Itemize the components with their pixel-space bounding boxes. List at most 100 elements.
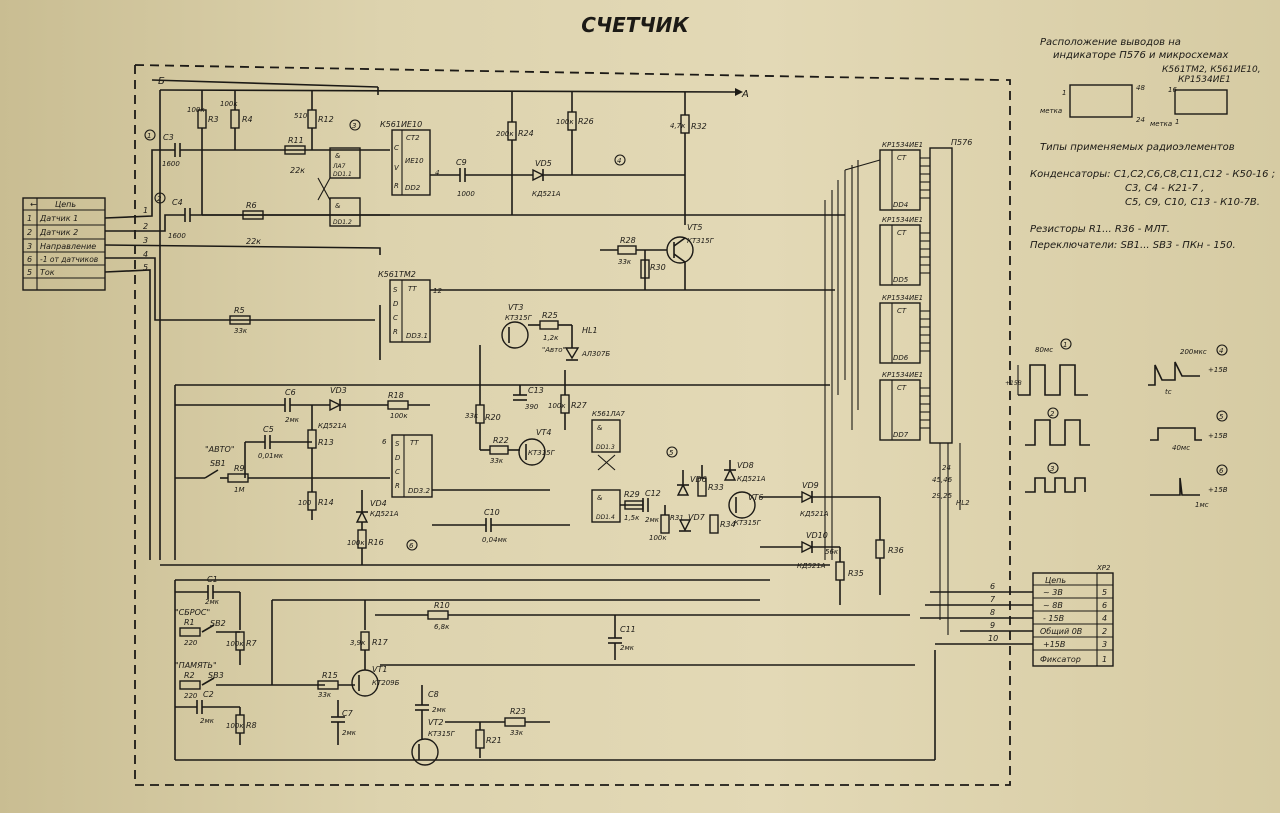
transistor-vt3: VT3 КТ315Г (501, 303, 533, 349)
capacitor-c2: C2 2мк (175, 690, 240, 725)
svg-text:DD1.2: DD1.2 (333, 219, 352, 226)
capacitor-c5: C5 0,01мк (245, 425, 312, 460)
svg-text:16: 16 (1168, 86, 1177, 94)
svg-text:10: 10 (988, 634, 998, 643)
svg-text:R24: R24 (518, 129, 534, 138)
svg-text:C13: C13 (528, 386, 544, 395)
svg-text:VD4: VD4 (370, 499, 387, 508)
board-outline (134, 65, 1011, 786)
svg-text:6,8к: 6,8к (434, 623, 450, 631)
svg-text:100: 100 (298, 499, 312, 507)
resistor-r32: R32 4,7к (670, 92, 707, 225)
svg-text:C4: C4 (172, 198, 183, 207)
svg-text:S: S (393, 286, 398, 294)
svg-text:D: D (395, 454, 401, 462)
svg-text:VD3: VD3 (330, 386, 347, 395)
svg-text:R6: R6 (246, 201, 257, 210)
svg-text:D: D (393, 300, 399, 308)
svg-text:VT3: VT3 (508, 303, 523, 312)
svg-text:Фиксатор: Фиксатор (1040, 655, 1081, 664)
resistor-r5: R5 33к (229, 306, 251, 335)
svg-text:XP2: XP2 (1096, 564, 1111, 572)
svg-text:2мк: 2мк (285, 416, 300, 424)
svg-text:С3, С4 - К21-7 ,: С3, С4 - К21-7 , (1125, 183, 1204, 194)
resistor-r3: R3 100к (187, 90, 219, 215)
svg-text:+15В: +15В (1208, 366, 1228, 374)
svg-text:100к: 100к (649, 534, 667, 542)
resistor-r24: R24 200к (496, 92, 534, 215)
svg-text:КТ315Г: КТ315Г (528, 449, 556, 457)
svg-text:C8: C8 (428, 690, 439, 699)
wire-label-29: 29,25 (932, 492, 953, 500)
counter-dd6: КР1534ИЕ1 СТ DD6 (879, 294, 923, 364)
right-connector: XP2 Цепь ~ 3В 5 ~ 8В 6 - 15В 4 Общий 0В … (1032, 564, 1114, 667)
resistor-r20: R20 33к (465, 345, 501, 450)
svg-text:33к: 33к (465, 412, 479, 420)
svg-text:КТ315Г: КТ315Г (734, 519, 762, 527)
svg-text:8: 8 (990, 608, 995, 617)
svg-text:СТ2: СТ2 (406, 134, 420, 142)
svg-text:R17: R17 (372, 638, 389, 647)
svg-text:КР1534ИЕ1: КР1534ИЕ1 (882, 216, 923, 224)
resistor-r34: R34 (709, 514, 736, 534)
resistor-r17: R17 3,9к (350, 600, 389, 670)
svg-text:4: 4 (435, 169, 439, 177)
svg-text:100к: 100к (556, 118, 574, 126)
chip-dd3-2: ТТ DD3.2 S D C R 6 (382, 434, 433, 498)
svg-text:СТ: СТ (897, 307, 907, 315)
svg-text:R25: R25 (542, 311, 558, 320)
resistor-r35: R35 56к (825, 547, 864, 605)
svg-text:КД521А: КД521А (318, 422, 347, 430)
bus-label-b: Б (158, 76, 165, 87)
svg-text:C10: C10 (484, 508, 500, 517)
lc-row-label: -1 от датчиков (40, 255, 98, 264)
svg-text:tс: tс (1165, 388, 1172, 396)
capacitor-c8: C8 2мк (415, 685, 447, 714)
svg-text:VT1: VT1 (372, 665, 387, 674)
svg-text:DD4: DD4 (893, 201, 908, 209)
svg-text:9: 9 (990, 621, 995, 630)
svg-text:КТ209Б: КТ209Б (372, 679, 400, 687)
svg-text:КД521А: КД521А (800, 510, 829, 518)
svg-text:R23: R23 (510, 707, 526, 716)
svg-text:VD10: VD10 (806, 531, 828, 540)
svg-text:КТ315Г: КТ315Г (687, 237, 715, 245)
svg-text:22к: 22к (246, 237, 261, 246)
svg-text:C7: C7 (342, 709, 354, 718)
svg-text:С5, С9, С10, С13 - К10-7В.: С5, С9, С10, С13 - К10-7В. (1125, 197, 1260, 208)
svg-text:100к: 100к (187, 106, 205, 114)
svg-text:2мк: 2мк (620, 644, 635, 652)
svg-text:R36: R36 (888, 546, 904, 555)
svg-text:24: 24 (1136, 116, 1145, 124)
svg-text:R15: R15 (322, 671, 338, 680)
svg-text:5: 5 (143, 263, 148, 272)
svg-text:C6: C6 (285, 388, 296, 397)
capacitor-c6: C6 2мк (175, 388, 300, 424)
svg-text:"АВТО": "АВТО" (205, 445, 235, 454)
svg-text:R8: R8 (246, 721, 257, 730)
svg-text:КД521А: КД521А (797, 562, 826, 570)
waveform-5: 5 +15В 40мс (1150, 410, 1228, 452)
svg-text:R30: R30 (650, 263, 666, 272)
svg-text:Типы применяемых радиоэлементо: Типы применяемых радиоэлементов (1040, 142, 1235, 153)
components-notes: Типы применяемых радиоэлементов Конденса… (1030, 142, 1275, 251)
svg-text:- 15В: - 15В (1043, 614, 1064, 623)
svg-text:ЛА7: ЛА7 (332, 163, 346, 170)
svg-text:R22: R22 (493, 436, 509, 445)
svg-text:3: 3 (1102, 640, 1107, 649)
svg-text:C: C (394, 144, 399, 152)
svg-text:R12: R12 (318, 115, 334, 124)
lc-row-num: 1 (27, 214, 32, 223)
svg-text:200к: 200к (496, 130, 514, 138)
svg-text:СТ: СТ (897, 154, 907, 162)
svg-text:1: 1 (1175, 118, 1179, 126)
svg-text:7: 7 (990, 595, 996, 604)
svg-text:200мкс: 200мкс (1180, 348, 1207, 356)
svg-text:R21: R21 (486, 736, 502, 745)
svg-text:"ПАМЯТЬ": "ПАМЯТЬ" (175, 661, 217, 670)
svg-text:R35: R35 (848, 569, 864, 578)
svg-text:2: 2 (157, 195, 162, 203)
pinout-ic-left: 1 48 метка 24 (1040, 84, 1145, 124)
svg-text:SB2: SB2 (210, 619, 226, 628)
svg-text:2мк: 2мк (432, 706, 447, 714)
